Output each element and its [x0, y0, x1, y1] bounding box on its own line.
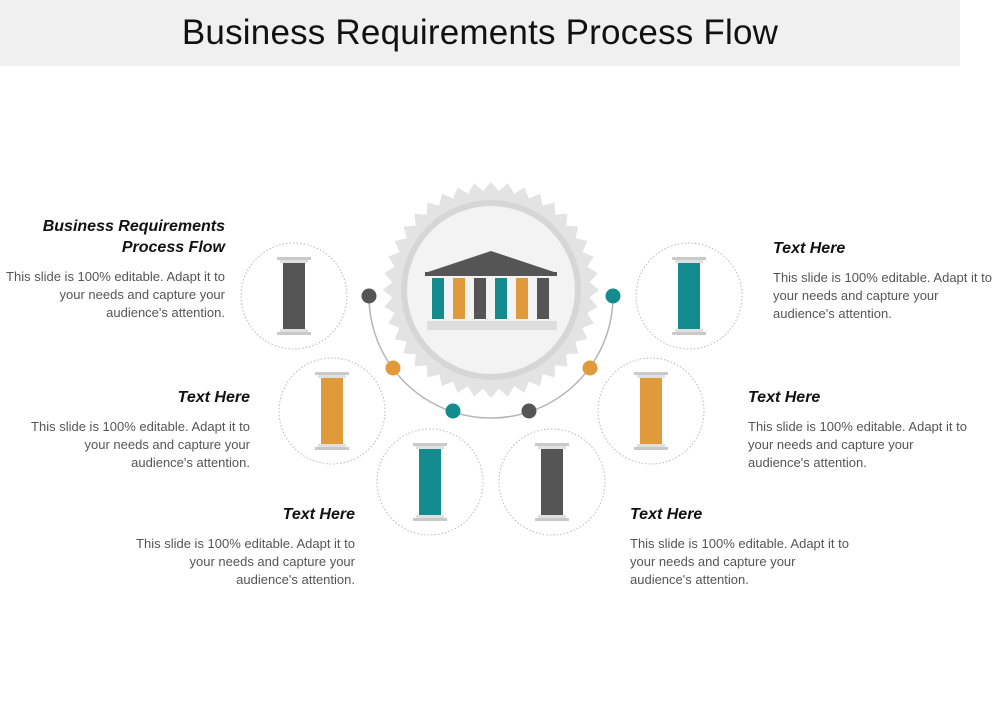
pillar-shaft	[321, 378, 343, 444]
item-body: This slide is 100% editable. Adapt it to…	[136, 536, 355, 587]
item-circles	[240, 242, 743, 536]
item-body: This slide is 100% editable. Adapt it to…	[773, 270, 992, 321]
pillar-shaft	[678, 263, 700, 329]
connector-dot	[385, 360, 401, 376]
pillar-circle-1	[240, 242, 348, 350]
pillar-base	[315, 447, 349, 450]
pillar-capital-inner	[416, 446, 444, 449]
pillar-capital	[413, 443, 447, 446]
pillar-capital	[634, 372, 668, 375]
pillar-circle-5	[597, 357, 705, 465]
bank-column	[453, 278, 465, 319]
bank-column	[474, 278, 486, 319]
bank-column	[516, 278, 528, 319]
pillar-capital	[277, 257, 311, 260]
pillar-shaft	[640, 378, 662, 444]
pillar-capital-inner	[538, 446, 566, 449]
pillar-base-inner	[280, 329, 308, 332]
title-bar: Business Requirements Process Flow	[0, 0, 960, 66]
pillar-base-inner	[637, 444, 665, 447]
item-block-left-middle: Text Here This slide is 100% editable. A…	[30, 387, 250, 472]
item-heading: Text Here	[177, 389, 250, 406]
pillar-base-inner	[675, 329, 703, 332]
item-heading: Text Here	[282, 506, 355, 523]
bank-roof-base	[425, 272, 557, 276]
connector-dot	[361, 288, 377, 304]
bank-base	[427, 321, 557, 330]
connector-dot	[445, 403, 461, 419]
connector-dot	[605, 288, 621, 304]
item-block-right-bottom: Text Here This slide is 100% editable. A…	[630, 504, 850, 589]
pillar-base	[413, 518, 447, 521]
item-body: This slide is 100% editable. Adapt it to…	[748, 419, 967, 470]
pillar-base	[634, 447, 668, 450]
connector-dots	[361, 288, 621, 419]
process-flow-diagram	[240, 182, 743, 536]
pillar-base-inner	[416, 515, 444, 518]
bank-roof	[425, 251, 557, 273]
pillar-capital	[315, 372, 349, 375]
pillar-shaft	[283, 263, 305, 329]
bank-column	[495, 278, 507, 319]
bank-building-icon	[425, 251, 557, 330]
pillar-base-inner	[538, 515, 566, 518]
pillar-capital	[535, 443, 569, 446]
item-block-left-bottom: Text Here This slide is 100% editable. A…	[135, 504, 355, 589]
pillar-capital-inner	[675, 260, 703, 263]
pillar-capital-inner	[318, 375, 346, 378]
pillar-capital-inner	[280, 260, 308, 263]
item-heading: Business Requirements Process Flow	[42, 218, 225, 256]
connector-dot	[521, 403, 537, 419]
pillar-base	[277, 332, 311, 335]
pillar-capital	[672, 257, 706, 260]
item-block-business-requirements: Business Requirements Process Flow This …	[5, 216, 225, 322]
seal-face	[407, 206, 575, 374]
bank-column	[432, 278, 444, 319]
item-heading: Text Here	[773, 240, 846, 257]
item-body: This slide is 100% editable. Adapt it to…	[630, 536, 849, 587]
pillar-base-inner	[318, 444, 346, 447]
pillar-circle-6	[635, 242, 743, 350]
item-block-right-top: Text Here This slide is 100% editable. A…	[773, 238, 993, 323]
pillar-circle-3	[376, 428, 484, 536]
connector-dot	[582, 360, 598, 376]
bank-column	[537, 278, 549, 319]
item-heading: Text Here	[748, 389, 821, 406]
item-heading: Text Here	[630, 506, 703, 523]
slide-title: Business Requirements Process Flow	[181, 13, 779, 52]
pillar-circle-4	[498, 428, 606, 536]
item-body: This slide is 100% editable. Adapt it to…	[6, 269, 225, 320]
pillar-capital-inner	[637, 375, 665, 378]
item-body: This slide is 100% editable. Adapt it to…	[31, 419, 250, 470]
pillar-base	[672, 332, 706, 335]
item-block-right-middle: Text Here This slide is 100% editable. A…	[748, 387, 968, 472]
pillar-circle-2	[278, 357, 386, 465]
connector-arc	[368, 295, 614, 419]
pillar-shaft	[419, 449, 441, 515]
pillar-base	[535, 518, 569, 521]
pillar-shaft	[541, 449, 563, 515]
